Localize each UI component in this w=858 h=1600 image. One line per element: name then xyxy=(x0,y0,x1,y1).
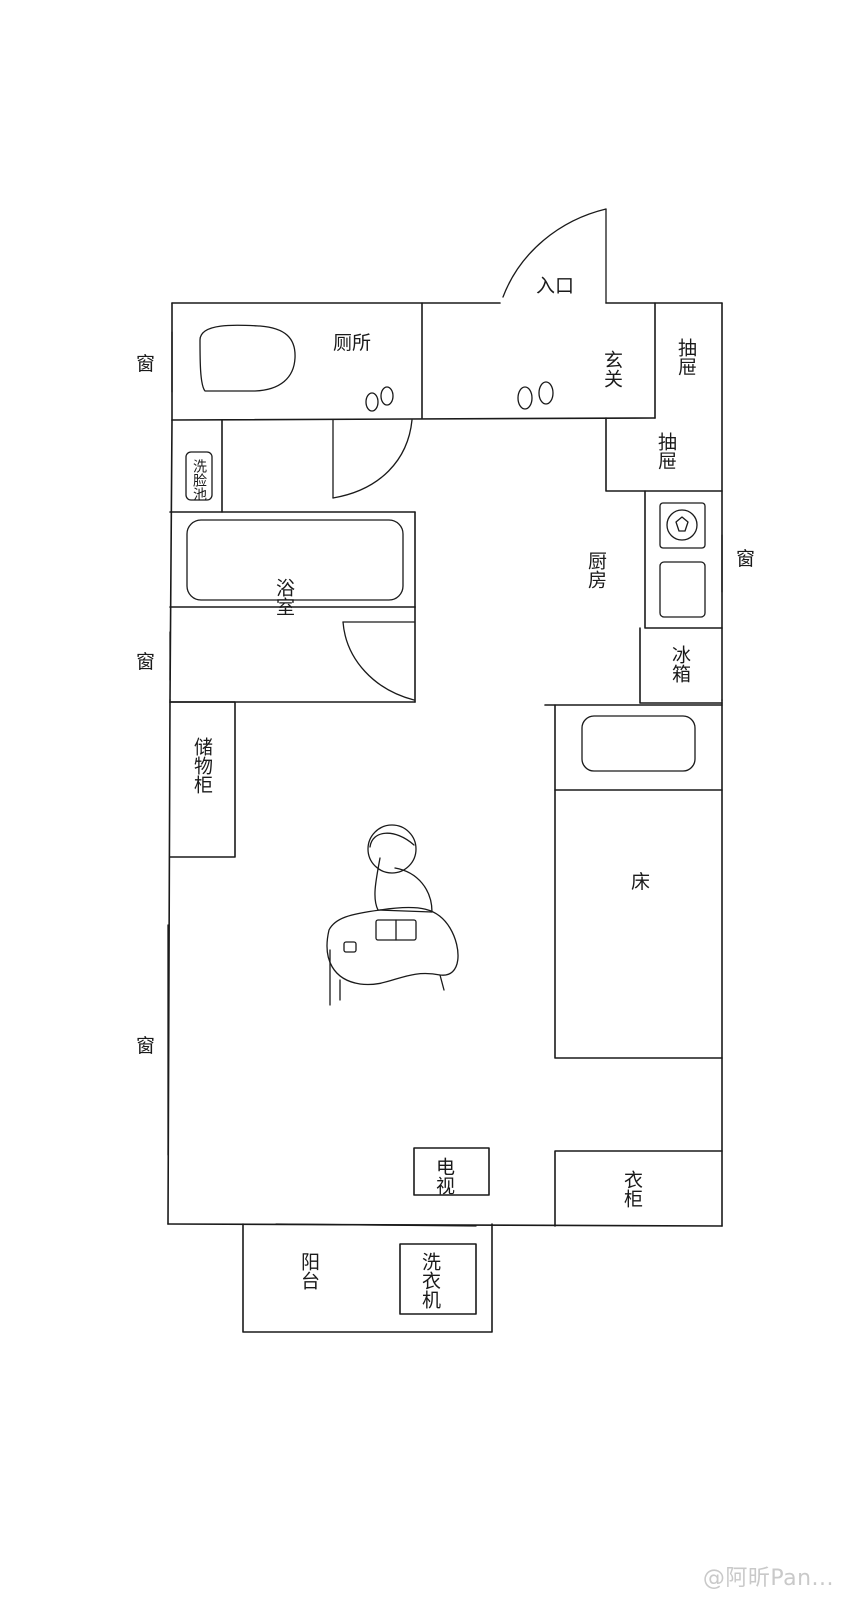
window-living-label: 窗 xyxy=(136,1035,155,1057)
bed-label: 床 xyxy=(631,871,650,893)
person-at-table xyxy=(326,824,459,1006)
foyer-label: 玄关 xyxy=(601,350,623,388)
foyer xyxy=(517,302,656,419)
outer-walls xyxy=(167,302,723,1227)
kitchen-label: 厨房 xyxy=(585,551,607,589)
watermark-text: @阿昕Pan... xyxy=(702,1566,834,1591)
shoes-icon xyxy=(517,381,554,410)
balcony-label: 阳台 xyxy=(298,1252,320,1290)
bathroom-label: 浴室 xyxy=(273,578,295,616)
toilet-bowl-icon xyxy=(199,324,296,392)
wardrobe-label: 衣柜 xyxy=(621,1170,643,1208)
slippers-icon xyxy=(365,386,394,412)
drawer-top-label: 抽屉 xyxy=(675,338,697,376)
balcony xyxy=(242,1223,493,1333)
tv-label: 电视 xyxy=(433,1157,455,1195)
drawer-kitchen-label: 抽屉 xyxy=(655,432,677,470)
toilet-door xyxy=(332,419,413,499)
washbasin xyxy=(185,419,223,513)
toilet-room xyxy=(171,302,656,421)
washbasin-icon xyxy=(185,451,213,501)
washer-label: 洗衣机 xyxy=(419,1252,441,1309)
window-toilet-label: 窗 xyxy=(136,353,155,375)
entrance-door xyxy=(502,208,607,304)
bathtub-icon xyxy=(186,519,404,601)
kitchen-block xyxy=(605,417,723,704)
tv-stand xyxy=(413,1147,490,1196)
sink-icon xyxy=(659,561,706,618)
washer-icon xyxy=(399,1243,477,1315)
bed xyxy=(544,704,723,1059)
stove-frame xyxy=(659,502,706,549)
toilet-label-1: 厕所 xyxy=(333,332,371,354)
stove-burner-icon xyxy=(666,509,698,541)
storage-cabinet xyxy=(169,701,236,858)
pillow-icon xyxy=(581,715,696,772)
cup-icon xyxy=(343,941,357,953)
washbasin-label: 洗脸池 xyxy=(191,459,207,501)
window-kitchen-label: 窗 xyxy=(736,548,755,570)
window-bath-label: 窗 xyxy=(136,651,155,673)
entrance-label: 入口 xyxy=(536,275,574,297)
fridge-label: 冰箱 xyxy=(669,645,691,683)
table-icon xyxy=(326,906,459,986)
wardrobe xyxy=(554,1150,723,1227)
storage-label: 储物柜 xyxy=(191,737,213,794)
bathroom xyxy=(169,511,416,703)
